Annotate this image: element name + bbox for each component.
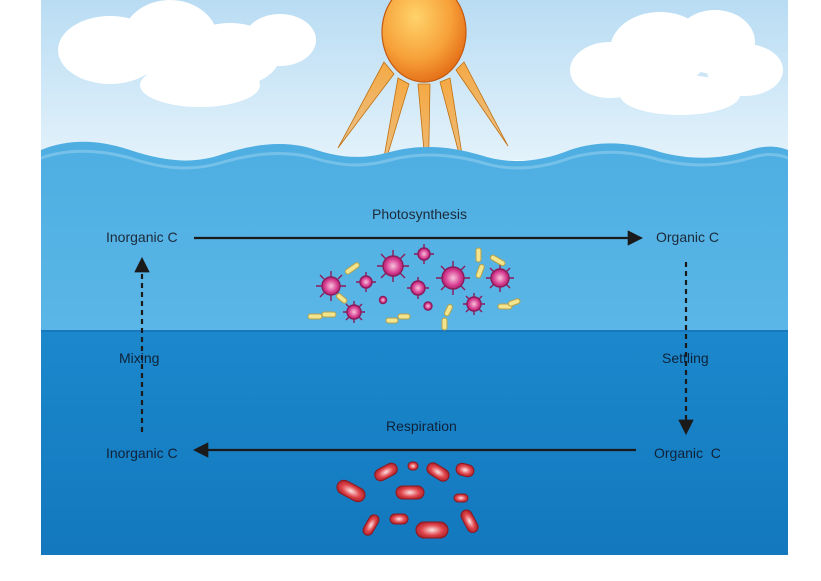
surface-water (41, 141, 788, 332)
photosynthesis-label: Photosynthesis (372, 206, 467, 222)
organic-carbon-bottom-label: Organic C (654, 445, 721, 461)
organic-carbon-top-label: Organic C (656, 229, 720, 245)
sun-icon (381, 0, 467, 83)
mixing-label: Mixing (119, 350, 160, 366)
phytoplankton-icon (307, 244, 521, 331)
settling-label: Settling (662, 350, 709, 366)
inorganic-carbon-bottom-label: Inorganic C (106, 445, 178, 461)
inorganic-carbon-top-label: Inorganic C (106, 229, 178, 245)
cloud-icon (570, 10, 783, 115)
respiration-label: Respiration (386, 418, 457, 434)
wave-highlight (40, 149, 789, 170)
deep-water (41, 330, 788, 555)
bacteria-icon (336, 461, 479, 539)
cloud-icon (58, 0, 316, 107)
